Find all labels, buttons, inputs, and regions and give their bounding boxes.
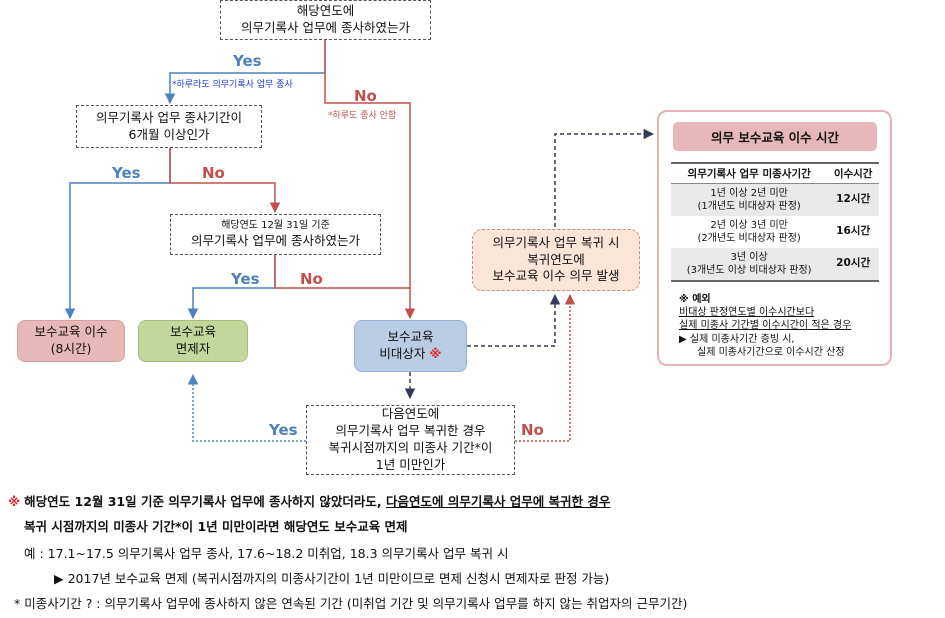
exception-line4: 실제 미종사기간으로 이수시간 산정 <box>697 346 845 358</box>
note1-text-a: 해당연도 12월 31일 기준 의무기록사 업무에 종사하지 않았더라도, <box>24 494 386 509</box>
exception-note: ※ 예외 비대상 판정연도별 이수시간보다 실제 미종사 기간별 이수시간이 적… <box>679 293 894 359</box>
period-judgment: (2개년도 비대상자 판정) <box>697 233 801 244</box>
table-row: 2년 이상 3년 미만 (2개년도 비대상자 판정) 16시간 <box>671 216 879 248</box>
q4-line2: 의무기록사 업무 복귀한 경우 <box>335 423 486 439</box>
nontarget-label: 비대상자 <box>379 346 426 361</box>
note-example: 예 : 17.1~17.5 의무기록사 업무 종사, 17.6~18.2 미취업… <box>24 546 509 561</box>
label-yes-q4: Yes <box>269 421 298 439</box>
period-cell: 2년 이상 3년 미만 (2개년도 비대상자 판정) <box>671 216 827 248</box>
period-cell: 3년 이상 (3개년도 이상 비대상자 판정) <box>671 248 828 282</box>
q3-line2: 의무기록사 업무에 종사하였는가 <box>191 232 360 248</box>
period-range: 1년 이상 2년 미만 <box>710 188 788 199</box>
reference-mark: ※ <box>429 346 442 361</box>
note-line-1: ※ 해당연도 12월 31일 기준 의무기록사 업무에 종사하지 않았더라도, … <box>8 491 610 510</box>
question-dec31: 해당연도 12월 31일 기준 의무기록사 업무에 종사하였는가 <box>170 214 381 255</box>
period-judgment: (3개년도 이상 비대상자 판정) <box>686 265 812 276</box>
nontarget-line1: 보수교육 <box>387 329 434 345</box>
exception-title: ※ 예외 <box>679 294 711 305</box>
training-hours-table: 의무기록사 업무 미종사기간 이수시간 1년 이상 2년 미만 (1개년도 비대… <box>671 162 879 282</box>
exception-line3: ▶ 실제 미종사기간 증빙 시, <box>679 333 795 345</box>
return-obligation-box: 의무기록사 업무 복귀 시 복귀연도에 보수교육 이수 의무 발생 <box>472 229 640 291</box>
panel-title: 의무 보수교육 이수 시간 <box>673 122 877 151</box>
q1-line2: 의무기록사 업무에 종사하였는가 <box>241 20 410 35</box>
hours-cell: 16시간 <box>836 225 871 238</box>
return-line3: 보수교육 이수 의무 발생 <box>492 268 620 284</box>
result-exempt: 보수교육 면제자 <box>138 320 248 362</box>
period-judgment: (1개년도 비대상자 판정) <box>697 201 801 212</box>
training-line1: 보수교육 이수 <box>34 324 108 340</box>
arrow-return-panel <box>554 128 655 227</box>
training-line2: (8시간) <box>50 341 92 356</box>
result-non-target: 보수교육 비대상자 ※ <box>354 320 467 372</box>
note-no-q1: *하루도 종사 안함 <box>328 111 397 121</box>
note-yes-q1: *하루라도 의무기록사 업무 종사 <box>172 80 293 90</box>
note-result: ▶ 2017년 보수교육 면제 (복귀시점까지의 미종사기간이 1년 미만이므로… <box>54 571 610 586</box>
label-yes-q2: Yes <box>112 164 141 182</box>
label-yes-q1: Yes <box>233 52 262 70</box>
q1-line1: 해당연도에 <box>296 3 355 19</box>
period-cell: 1년 이상 2년 미만 (1개년도 비대상자 판정) <box>671 183 828 216</box>
training-hours-panel: 의무 보수교육 이수 시간 의무기록사 업무 미종사기간 이수시간 1년 이상 … <box>657 110 892 366</box>
question-six-months: 의무기록사 업무 종사기간이 6개월 이상인가 <box>76 105 262 148</box>
q3-line1: 해당연도 12월 31일 기준 <box>221 220 330 232</box>
q2-line2: 6개월 이상인가 <box>128 126 210 142</box>
label-yes-q3: Yes <box>231 270 260 288</box>
q2-line1: 의무기록사 업무 종사기간이 <box>96 109 242 125</box>
return-line1: 의무기록사 업무 복귀 시 <box>492 234 620 250</box>
exception-line1: 비대상 판정연도별 이수시간보다 <box>679 307 815 319</box>
exempt-line2: 면제자 <box>175 341 211 356</box>
label-no-q2: No <box>202 164 225 182</box>
arrow-q2-no <box>169 148 281 214</box>
hours-cell: 12시간 <box>827 183 879 216</box>
arrow-q4-no <box>515 293 576 442</box>
note1-text-b: 다음연도에 의무기록사 업무에 복귀한 경우 <box>386 494 611 509</box>
q4-line4: 1년 미만인가 <box>375 456 446 472</box>
period-range: 2년 이상 3년 미만 <box>710 220 788 231</box>
result-training-8h: 보수교육 이수 (8시간) <box>17 320 125 362</box>
arrow-q1-yes <box>164 40 326 105</box>
question-return-next-year: 다음연도에 의무기록사 업무 복귀한 경우 복귀시점까지의 미종사 기간*이 1… <box>306 405 515 475</box>
note-definition: * 미종사기간 ? : 의무기록사 업무에 종사하지 않은 연속된 기간 (미취… <box>14 596 688 611</box>
arrow-q3-no <box>274 255 410 289</box>
return-line2: 복귀연도에 <box>527 251 585 267</box>
arrow-q4-yes <box>187 373 306 442</box>
arrow-nontarget-return <box>467 293 561 347</box>
arrow-q1-no <box>324 40 416 320</box>
exempt-line1: 보수교육 <box>169 324 216 340</box>
header-period: 의무기록사 업무 미종사기간 <box>671 162 828 184</box>
q4-line1: 다음연도에 <box>381 406 440 422</box>
period-range: 3년 이상 <box>730 252 768 263</box>
label-no-q3: No <box>300 270 323 288</box>
table-row: 1년 이상 2년 미만 (1개년도 비대상자 판정) 12시간 <box>671 183 879 216</box>
table-header-row: 의무기록사 업무 미종사기간 이수시간 <box>671 162 879 184</box>
question-worked-this-year: 해당연도에 의무기록사 업무에 종사하였는가 <box>220 0 431 40</box>
reference-mark: ※ <box>8 494 21 509</box>
q4-line3: 복귀시점까지의 미종사 기간*이 <box>328 440 493 455</box>
label-no-q1: No <box>354 87 377 105</box>
header-hours: 이수시간 <box>827 162 879 184</box>
nontarget-line2: 비대상자 ※ <box>379 346 441 363</box>
label-no-q4: No <box>521 421 544 439</box>
note-line-2: 복귀 시점까지의 미종사 기간*이 1년 미만이라면 해당연도 보수교육 면제 <box>24 519 408 534</box>
exception-line2: 실제 미종사 기간별 이수시간이 적은 경우 <box>679 320 852 332</box>
table-row: 3년 이상 (3개년도 이상 비대상자 판정) 20시간 <box>671 248 879 282</box>
hours-cell: 20시간 <box>827 248 879 282</box>
